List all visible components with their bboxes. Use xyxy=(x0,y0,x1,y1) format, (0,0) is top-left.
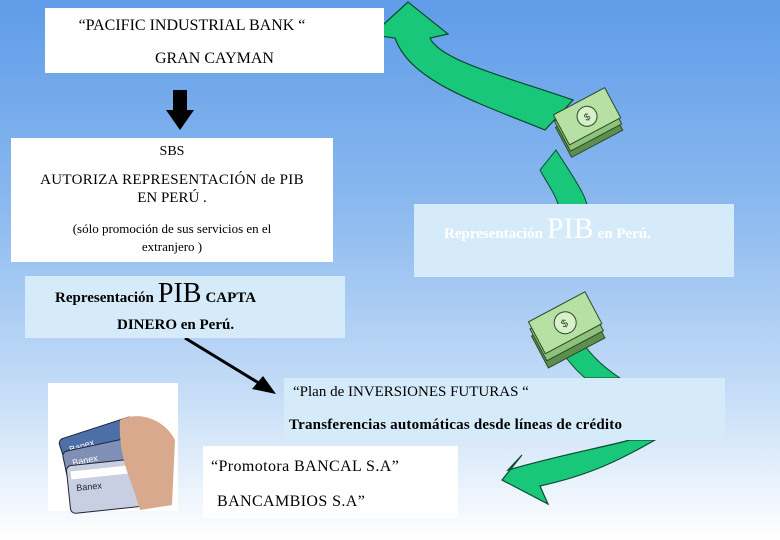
svg-text:$: $ xyxy=(583,111,593,124)
money-icon-top: $ xyxy=(552,86,624,159)
money-icon-bottom: $ xyxy=(527,291,606,369)
representation-peru-box: Representación PIB en Perú. xyxy=(414,204,734,277)
promotora-box: “Promotora BANCAL S.A” BANCAMBIOS S.A” xyxy=(203,446,458,518)
sbs-line-2: EN PERÚ . xyxy=(137,190,207,206)
bank-name: “PACIFIC INDUSTRIAL BANK “ xyxy=(78,17,306,34)
bank-location: GRAN CAYMAN xyxy=(155,50,274,67)
svg-text:$: $ xyxy=(559,317,570,330)
sbs-line-4: extranjero ) xyxy=(141,239,203,254)
capta-representation-label: Representación xyxy=(55,290,154,306)
bank-box: “PACIFIC INDUSTRIAL BANK “ GRAN CAYMAN xyxy=(45,8,384,73)
representation-peru-text: Representación PIB en Perú. xyxy=(444,212,651,246)
capta-line-2: DINERO en Perú. xyxy=(117,317,235,333)
diagonal-arrow xyxy=(184,336,276,394)
capta-label: CAPTA xyxy=(205,290,257,306)
capta-box: Representación PIB CAPTA DINERO en Perú. xyxy=(25,276,345,338)
sbs-box: SBS AUTORIZA REPRESENTACIÓN de PIB EN PE… xyxy=(11,138,333,262)
sbs-line-1: AUTORIZA REPRESENTACIÓN de PIB xyxy=(40,172,304,188)
plan-box: “Plan de INVERSIONES FUTURAS “ Transfere… xyxy=(284,378,725,440)
plan-transfers: Transferencias automáticas desde líneas … xyxy=(289,417,623,433)
capta-line-1: Representación PIB CAPTA xyxy=(55,278,256,310)
plan-title: “Plan de INVERSIONES FUTURAS “ xyxy=(293,384,529,400)
representation-label: Representación xyxy=(444,226,543,242)
promotora-line-1: “Promotora BANCAL S.A” xyxy=(211,458,400,475)
cycle-arrow-top xyxy=(370,1,575,131)
en-peru-label: en Perú. xyxy=(597,226,651,242)
promotora-line-2: BANCAMBIOS S.A” xyxy=(217,493,366,510)
pib-label: PIB xyxy=(546,212,594,245)
capta-pib-label: PIB xyxy=(157,278,202,309)
sbs-title: SBS xyxy=(159,144,185,159)
down-arrow xyxy=(166,90,194,130)
sbs-line-3: (sólo promoción de sus servicios en el xyxy=(72,221,272,236)
cycle-arrow-bottom xyxy=(501,439,658,506)
